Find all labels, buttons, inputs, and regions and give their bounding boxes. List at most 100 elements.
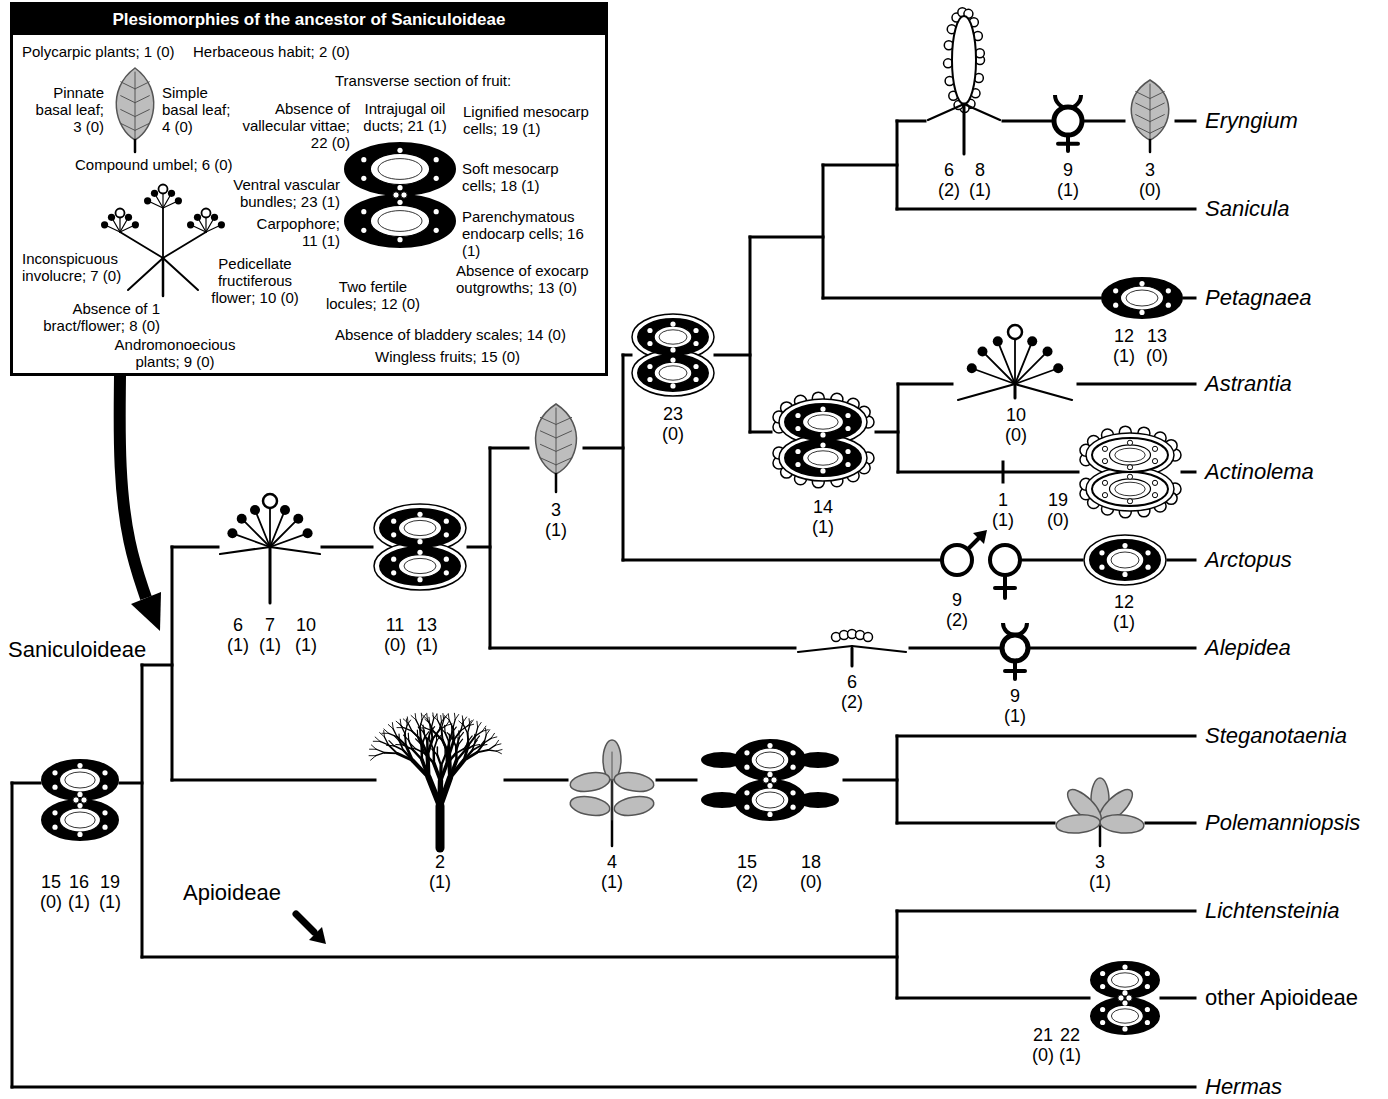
leaflet xyxy=(613,794,656,819)
fruit-section xyxy=(1080,426,1181,518)
tree-limb xyxy=(426,713,428,719)
seed xyxy=(751,788,789,812)
tree-limb xyxy=(441,720,443,728)
character-note: Absence of exocarp outgrowths; 13 (0) xyxy=(456,262,602,296)
taxon-name: Arctopus xyxy=(1205,547,1292,573)
branch-line xyxy=(749,237,752,432)
seed-core xyxy=(378,159,422,180)
vascular-bundle xyxy=(1126,995,1132,1001)
seed xyxy=(1107,1005,1144,1027)
fruit-section xyxy=(345,143,455,247)
mericarp xyxy=(638,319,708,355)
leaf-vein xyxy=(121,123,135,130)
character-note: Absence of bladdery scales; 14 (0) xyxy=(335,326,566,343)
branch-line xyxy=(142,956,897,959)
oil-duct xyxy=(77,832,82,837)
flower-dot xyxy=(293,514,303,524)
tree-limb xyxy=(371,756,376,760)
oil-duct xyxy=(1166,288,1171,293)
branch-line xyxy=(1176,120,1195,123)
oil-duct xyxy=(77,763,82,768)
character-note: Ventral vascular bundles; 23 (1) xyxy=(220,176,340,210)
oil-duct xyxy=(767,812,772,817)
branch-line xyxy=(896,121,899,209)
leaflet xyxy=(1099,813,1144,835)
branch-line xyxy=(468,546,490,549)
oil-duct xyxy=(1145,1020,1150,1025)
branch-line xyxy=(897,384,900,472)
oil-duct xyxy=(397,200,402,205)
tree-limb xyxy=(389,741,394,746)
vascular-bundle xyxy=(81,797,87,803)
peduncle xyxy=(269,547,272,603)
peduncle xyxy=(851,648,854,666)
oil-duct xyxy=(397,185,402,190)
oil-duct xyxy=(391,519,396,524)
oil-duct xyxy=(391,570,396,575)
oil-duct xyxy=(1122,543,1127,548)
seed xyxy=(654,326,692,348)
leaf-vein xyxy=(556,417,572,424)
oil-duct xyxy=(670,321,675,326)
mericarp xyxy=(785,440,861,476)
taxon-name: Eryngium xyxy=(1205,108,1298,134)
branch-line xyxy=(750,431,771,434)
oil-duct xyxy=(670,347,675,352)
vascular-bundle xyxy=(393,192,399,198)
character-state: 10 (0) xyxy=(1005,405,1027,445)
oil-duct xyxy=(795,449,800,454)
branch-line xyxy=(1020,559,1082,562)
seed-core xyxy=(404,558,436,573)
branch-line xyxy=(622,355,625,560)
tree-limb xyxy=(436,806,445,848)
oil-duct xyxy=(77,803,82,808)
branch-line xyxy=(1084,120,1124,123)
oil-duct xyxy=(1152,459,1157,464)
involucre-bract xyxy=(798,646,852,652)
oil-duct xyxy=(417,577,422,582)
branch-line xyxy=(897,910,1195,913)
flower-head xyxy=(952,16,976,104)
oil-duct xyxy=(1100,1007,1105,1012)
fruit-envelope xyxy=(632,350,714,396)
tree-limb xyxy=(383,731,385,737)
leaflet xyxy=(1055,813,1100,835)
branch-line xyxy=(896,736,899,823)
character-state: 12 (1) xyxy=(1113,326,1135,366)
seed xyxy=(1106,548,1144,572)
tree-limb xyxy=(452,727,456,732)
mericarp xyxy=(785,404,861,440)
tree-limb xyxy=(422,737,425,746)
character-state: 19 (0) xyxy=(1047,490,1069,530)
oil-duct xyxy=(1122,964,1127,969)
oil-duct xyxy=(845,413,850,418)
umbel-ray xyxy=(1015,368,1058,384)
character-state: 22 (1) xyxy=(1059,1025,1081,1065)
arrow-shaft xyxy=(296,914,314,932)
character-state: 12 (1) xyxy=(1113,592,1135,632)
fruit-envelope xyxy=(779,435,867,481)
tree-limb xyxy=(475,731,482,736)
ancestor-arrow xyxy=(120,376,161,631)
tree-limb xyxy=(421,744,425,753)
flower-dot xyxy=(168,190,175,197)
fruit-section xyxy=(1091,962,1159,1034)
branch-line xyxy=(844,779,897,782)
oil-duct xyxy=(1102,480,1107,485)
tree-limb xyxy=(463,748,470,749)
branch-line xyxy=(1146,822,1195,825)
tree-limb xyxy=(488,745,495,750)
oil-duct xyxy=(397,237,402,242)
palmate-leaf xyxy=(1055,778,1144,846)
seed xyxy=(751,748,789,772)
involucre-bract xyxy=(964,104,1000,120)
involucre-bract xyxy=(128,258,163,290)
flower-dot xyxy=(218,221,225,228)
branch-line xyxy=(1031,647,1195,650)
branch-line xyxy=(897,735,1195,738)
seed-core xyxy=(756,792,784,808)
branch-line xyxy=(1078,383,1195,386)
oil-duct xyxy=(361,228,366,233)
umbel-ray xyxy=(998,341,1015,384)
leaf-vein xyxy=(135,110,149,117)
